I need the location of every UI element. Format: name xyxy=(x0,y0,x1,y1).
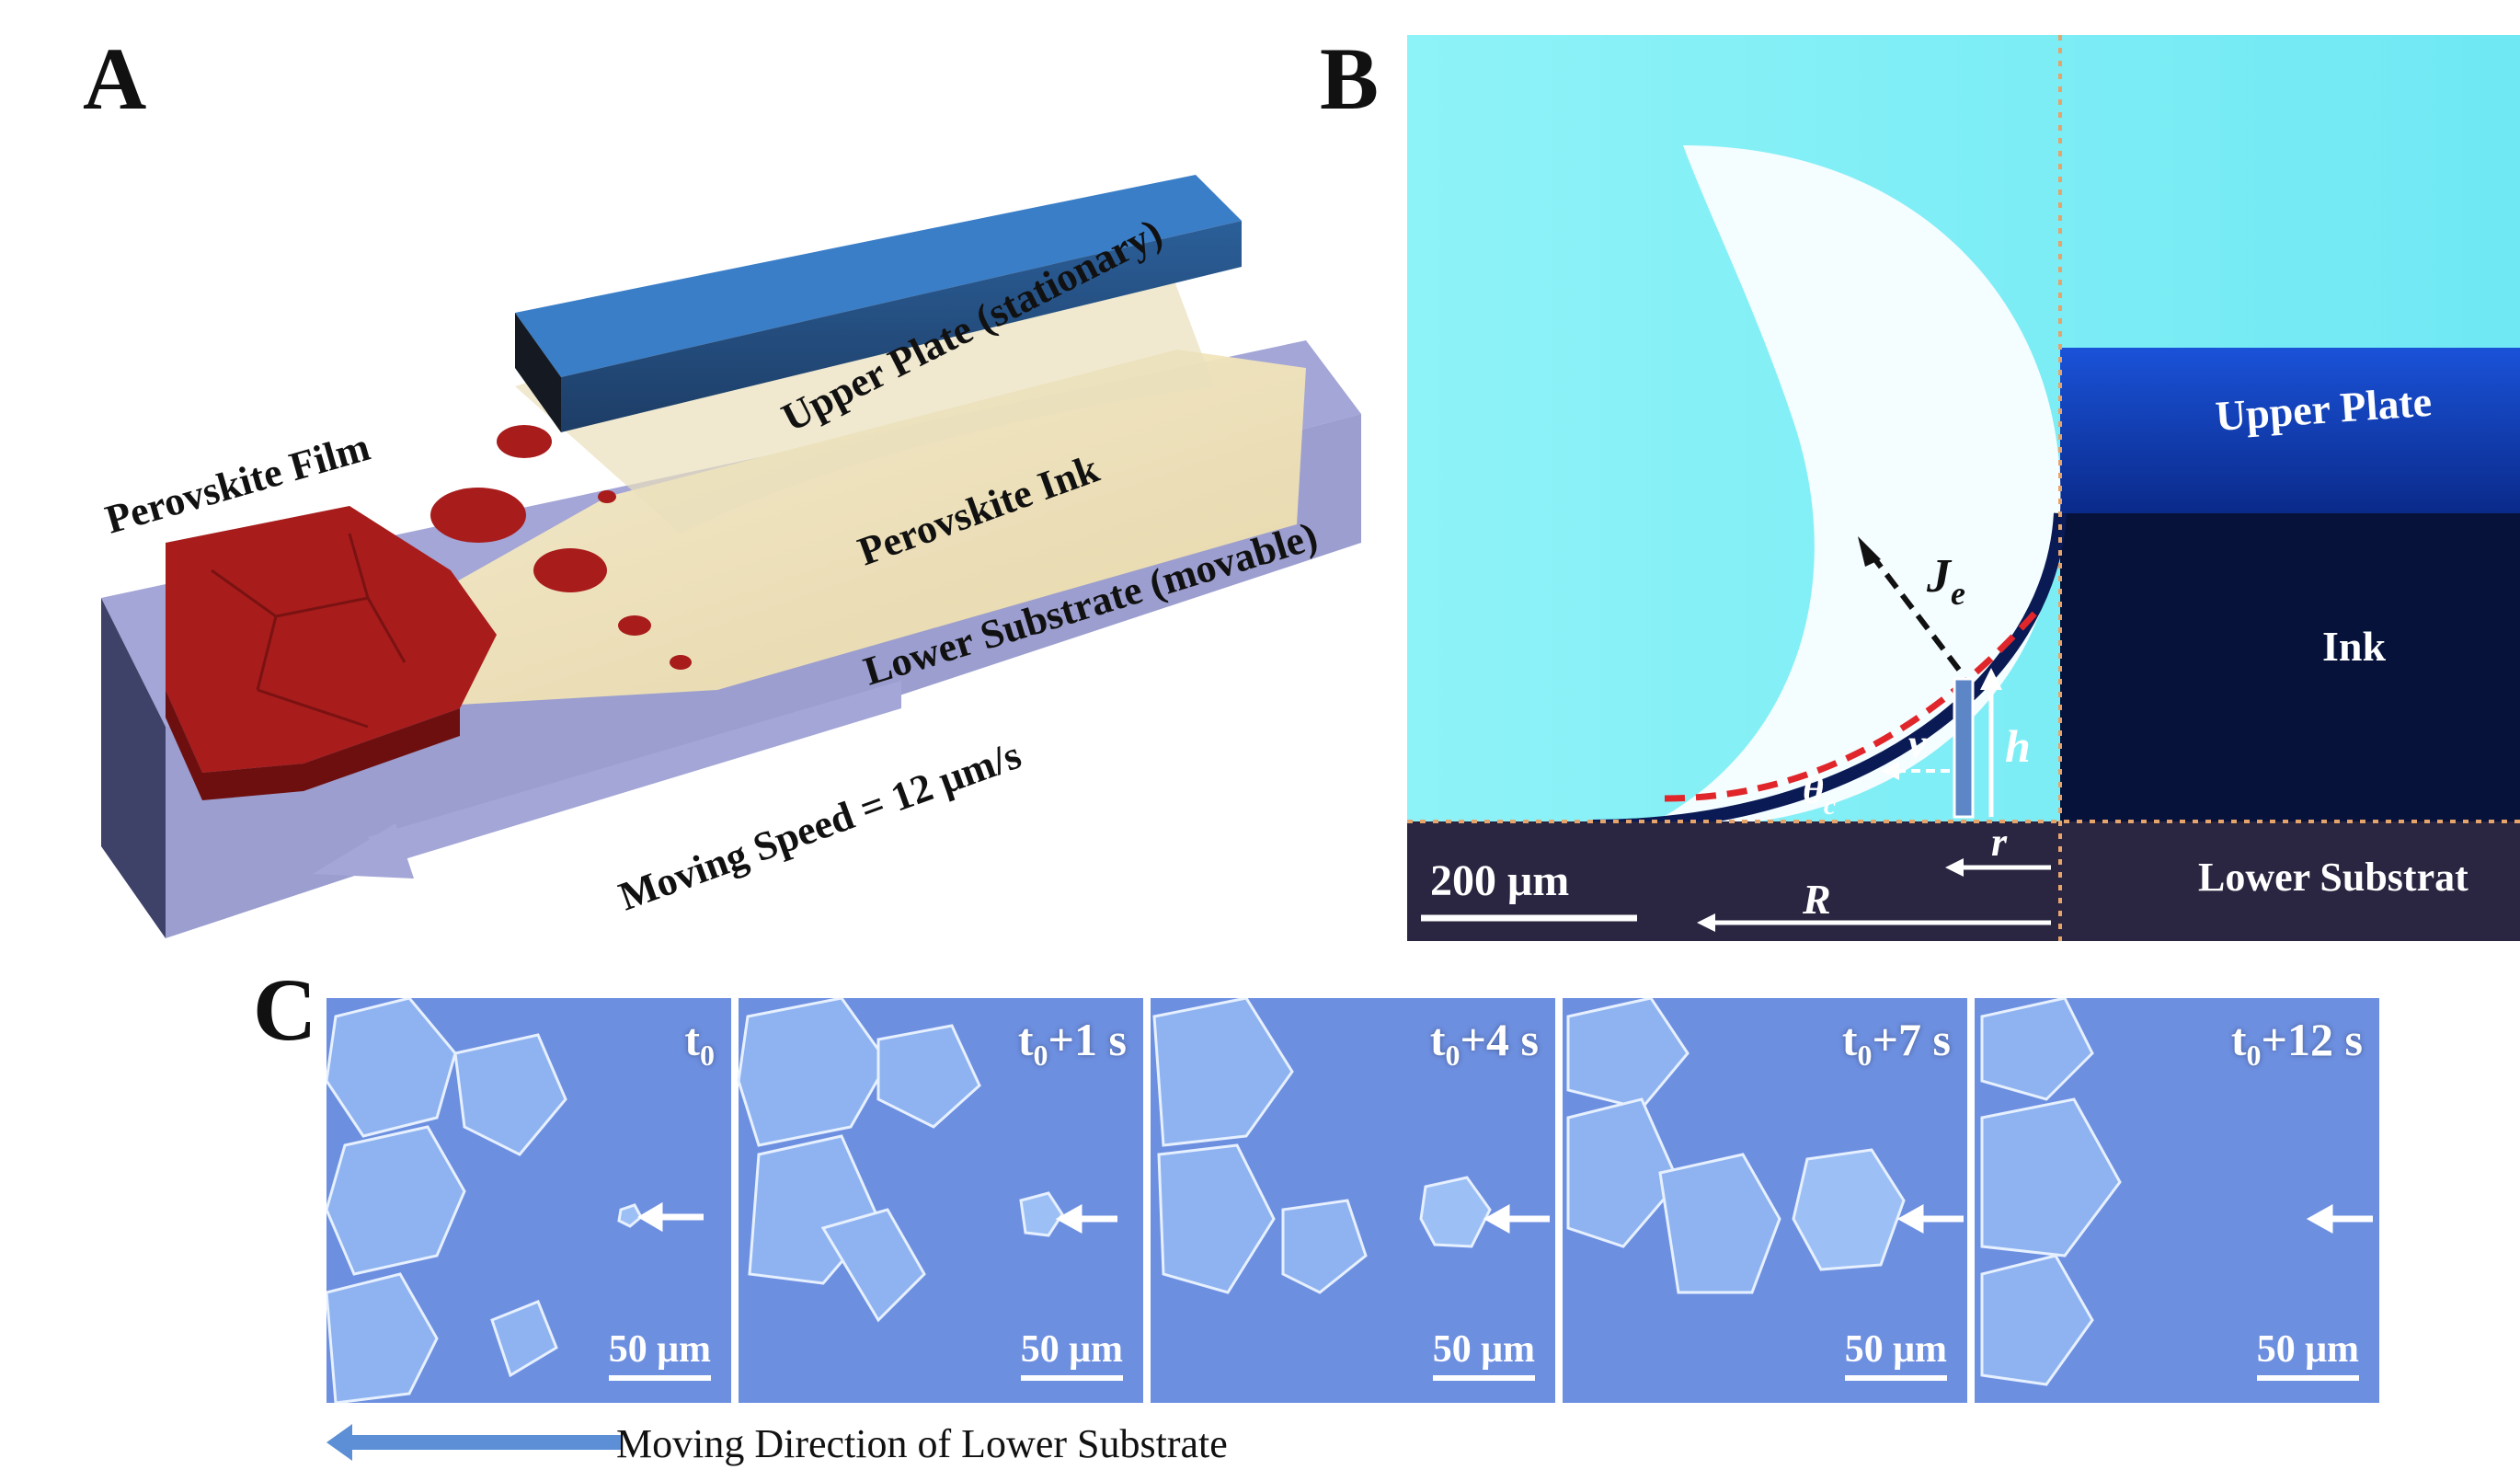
direction-label: Moving Direction of Lower Substrate xyxy=(616,1421,1228,1466)
frame-time-label: t0+4 s xyxy=(1429,1014,1539,1072)
label-lower-substrate-b: Lower Substrat xyxy=(2198,855,2468,900)
panel-b-letter: B xyxy=(1320,29,1380,128)
frame-time-label: t0+1 s xyxy=(1017,1014,1127,1072)
frame-time-label: t0+7 s xyxy=(1841,1014,1951,1072)
label-je: Je xyxy=(1926,550,1965,612)
label-theta: θc xyxy=(1803,767,1836,821)
label-ink: Ink xyxy=(2322,623,2386,670)
moving-speed-arrow xyxy=(313,681,901,879)
label-r: r xyxy=(1991,820,2008,865)
frame-time-label: t0+12 s xyxy=(2230,1014,2363,1072)
frame-scale-bar: 50 μm xyxy=(1432,1327,1535,1381)
frame-scale-bar: 50 μm xyxy=(1020,1327,1123,1381)
panel-c-frames: t0 50 μm t0+1 s 50 μm t0+4 s 50 μm t0+7 … xyxy=(326,998,2382,1403)
frame-scale-bar: 50 μm xyxy=(2256,1327,2359,1381)
panel-c-letter: C xyxy=(253,960,317,1059)
panel-b-micrograph: Upper Plate Ink Lower Substrat 200 μm Je… xyxy=(1407,35,2520,941)
perovskite-film xyxy=(166,506,497,800)
label-R: R xyxy=(1802,876,1831,923)
meniscus xyxy=(1646,145,2061,826)
upper-plate-block xyxy=(515,175,1242,432)
upper-plate-region xyxy=(2060,348,2520,513)
frame-arrows xyxy=(637,1201,2373,1234)
crystal-overlay xyxy=(326,998,2373,1403)
label-v: v xyxy=(1908,721,1927,766)
frame-time-label: t0 xyxy=(684,1014,715,1072)
label-scale-bar-b: 200 μm xyxy=(1430,856,1569,905)
panel-a-letter: A xyxy=(83,29,147,128)
crystal-islands xyxy=(430,425,692,670)
tracked-crystal xyxy=(617,1148,1906,1271)
ink-region xyxy=(2060,513,2520,854)
frame-scale-bar: 50 μm xyxy=(608,1327,711,1381)
direction-arrow xyxy=(326,1424,621,1461)
panel-a-schematic: Upper Plate (stationary) Perovskite Ink … xyxy=(100,175,1361,938)
frame-scale-bar: 50 μm xyxy=(1844,1327,1947,1381)
label-h: h xyxy=(2005,720,2031,772)
